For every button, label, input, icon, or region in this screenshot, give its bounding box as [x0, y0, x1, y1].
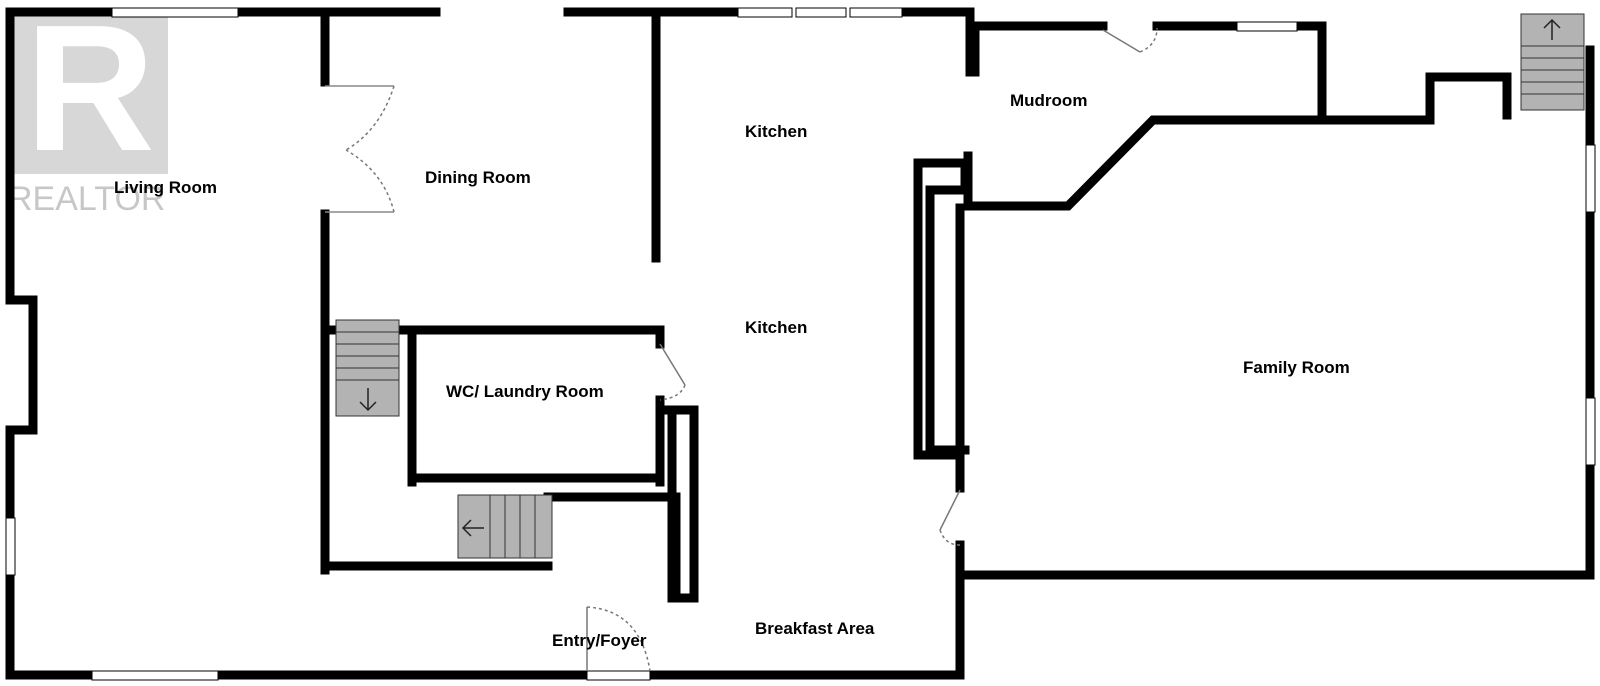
breakfast-area-label: Breakfast Area [755, 619, 875, 638]
walls [5, 7, 1595, 680]
realtor-logo: R [12, 0, 168, 189]
arrow-down-icon [359, 388, 377, 412]
door-swings [325, 27, 1158, 672]
stair-mudroom [1520, 13, 1585, 111]
arrow-up-icon [1543, 18, 1561, 40]
arrow-left-icon [461, 519, 484, 537]
windows [5, 7, 1596, 681]
mudroom-label: Mudroom [1010, 91, 1087, 110]
stair-wc [335, 319, 400, 417]
entry-foyer-label: Entry/Foyer [552, 631, 647, 650]
family-room-label: Family Room [1243, 358, 1350, 377]
kitchen-upper-label: Kitchen [745, 122, 807, 141]
stair-entry [457, 494, 553, 559]
realtor-watermark-text: REALTOR [8, 180, 165, 218]
kitchen-lower-label: Kitchen [745, 318, 807, 337]
svg-text:R: R [25, 0, 155, 189]
wc-laundry-label: WC/ Laundry Room [446, 382, 604, 401]
living-room-label: Living Room [114, 178, 217, 197]
dining-room-label: Dining Room [425, 168, 531, 187]
